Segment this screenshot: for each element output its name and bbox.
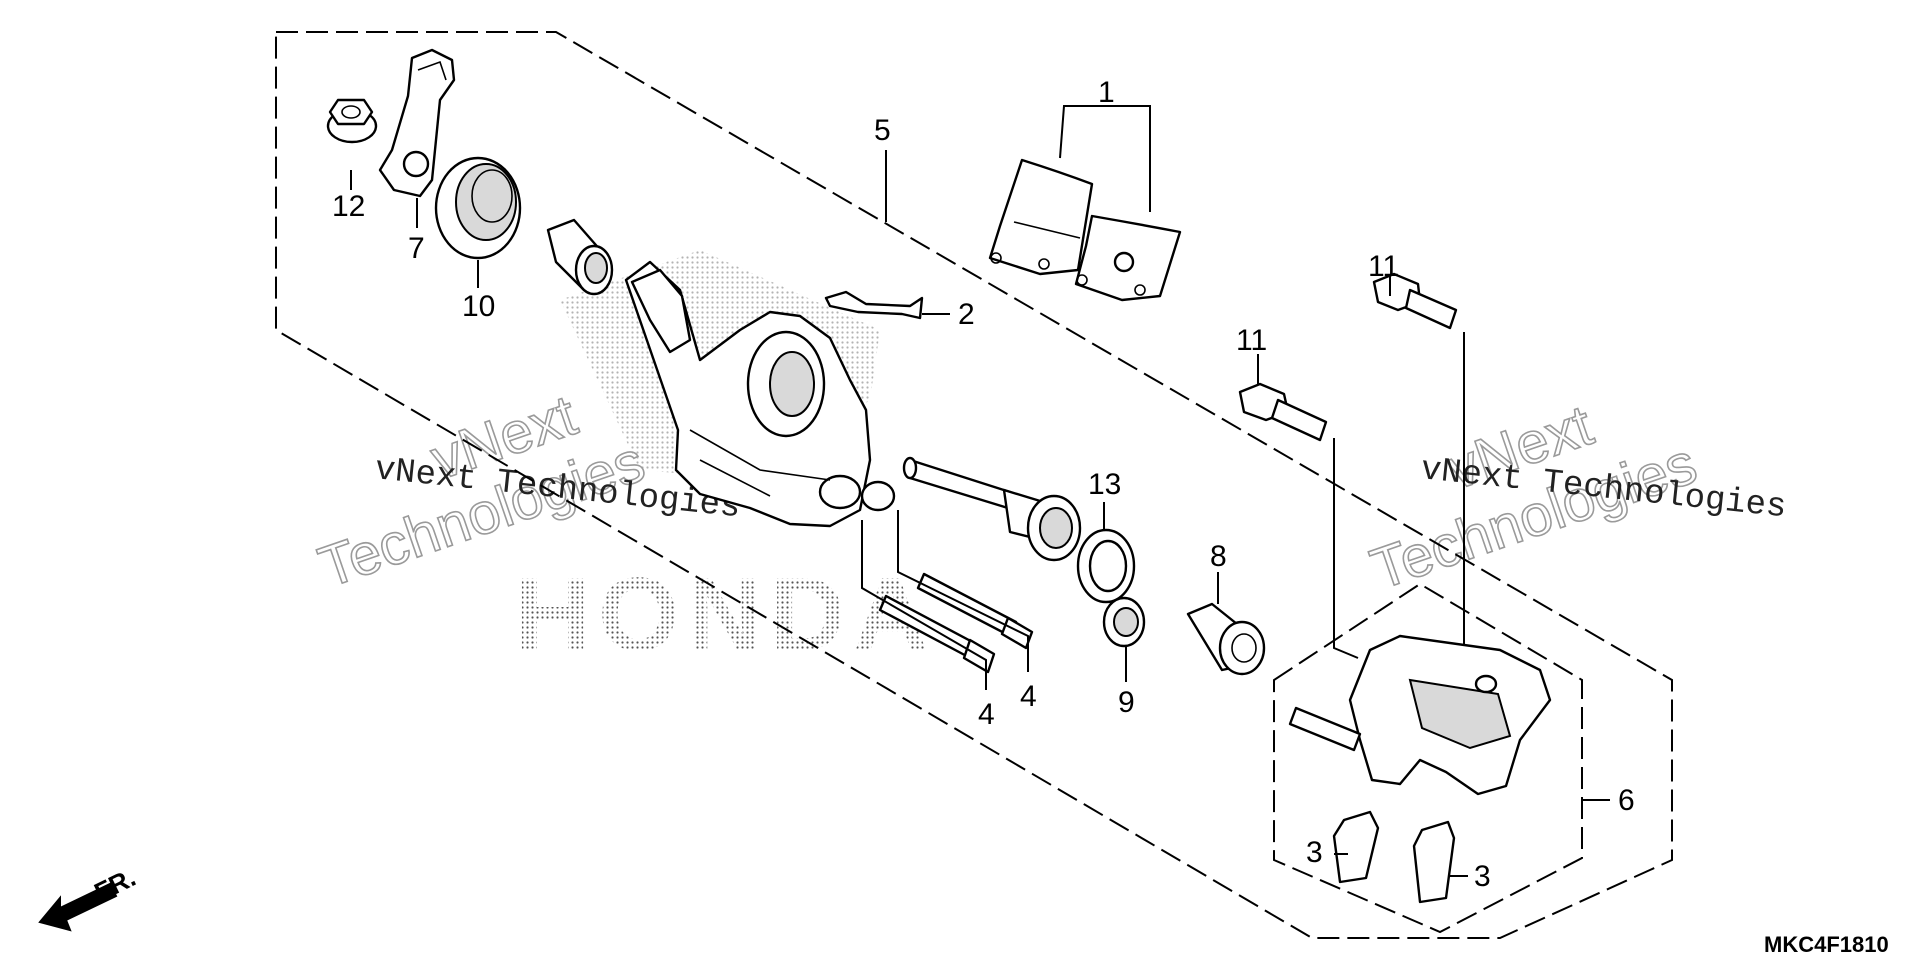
callout-11-right: 11 <box>1368 250 1399 283</box>
callout-4-left: 4 <box>978 698 995 731</box>
part-1-pads <box>988 158 1182 302</box>
part-4-pins <box>861 510 1034 690</box>
part-12-nut <box>326 98 378 144</box>
watermark-logo-text: HONDA <box>515 557 936 673</box>
part-7-lever <box>378 48 456 198</box>
part-9-seal <box>1102 596 1146 682</box>
front-arrow: FR. <box>38 862 140 932</box>
callout-8: 8 <box>1210 540 1227 573</box>
callout-9: 9 <box>1118 686 1135 719</box>
callout-6: 6 <box>1618 784 1635 817</box>
callout-1: 1 <box>1098 76 1115 109</box>
leader-1 <box>1059 105 1151 212</box>
callout-13: 13 <box>1088 468 1121 501</box>
callout-5: 5 <box>874 114 891 147</box>
front-arrow-icon <box>38 882 118 932</box>
part-8-bushing <box>1186 572 1266 676</box>
part-13-seal <box>1076 502 1136 604</box>
callout-4-right: 4 <box>1020 680 1037 713</box>
part-5-caliper-body <box>624 260 896 528</box>
part-6-bracket <box>1288 634 1610 801</box>
watermark-right: vNext Technologies vNext Technologies <box>1362 392 1788 603</box>
part-3-clips <box>1332 810 1468 904</box>
part-cap <box>546 218 614 296</box>
assembly-frame <box>275 31 1673 939</box>
callout-3-left: 3 <box>1306 836 1323 869</box>
callout-12: 12 <box>332 190 365 223</box>
part-piston-rod <box>902 456 1082 562</box>
callout-7: 7 <box>408 232 425 265</box>
callout-11-left: 11 <box>1236 324 1267 357</box>
part-2-pad-spring <box>824 290 950 320</box>
callout-3-right: 3 <box>1474 860 1491 893</box>
callouts: 1 2 3 3 4 4 5 6 7 8 9 10 11 11 12 13 <box>332 76 1635 893</box>
bracket-frame <box>1273 582 1583 934</box>
part-10-boot <box>434 156 522 260</box>
diagram-code: MKC4F1810 <box>1764 932 1889 957</box>
callout-2: 2 <box>958 298 975 331</box>
callout-10: 10 <box>462 290 495 323</box>
